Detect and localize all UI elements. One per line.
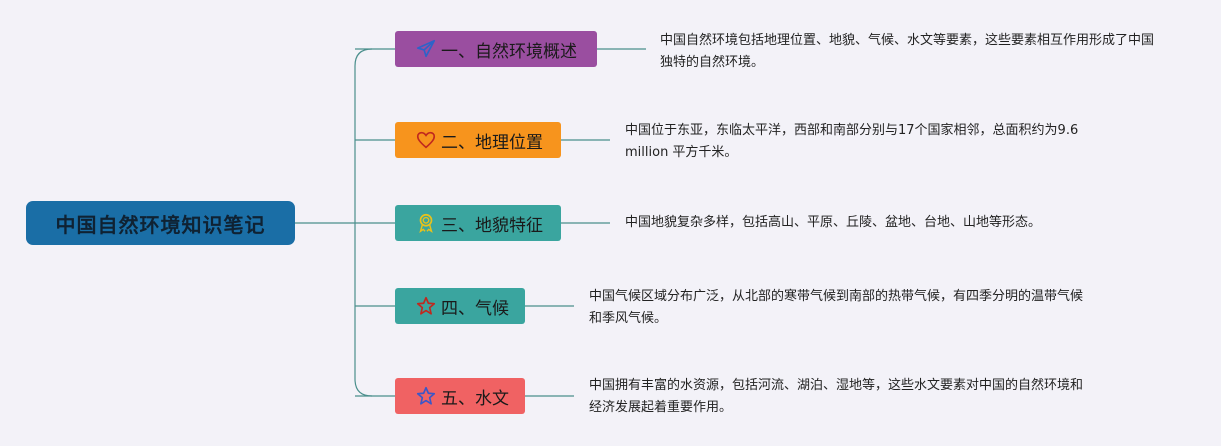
branch-description: 中国地貌复杂多样，包括高山、平原、丘陵、盆地、台地、山地等形态。 bbox=[625, 215, 1042, 230]
branch-node-overview[interactable]: 一、自然环境概述 bbox=[395, 31, 597, 67]
branch-node-hydrology[interactable]: 五、水文 bbox=[395, 378, 525, 414]
award-ribbon-icon bbox=[415, 212, 437, 234]
branch-label: 五、水文 bbox=[441, 388, 509, 409]
branch-node-climate[interactable]: 四、气候 bbox=[395, 288, 525, 324]
branch-node-location[interactable]: 二、地理位置 bbox=[395, 122, 561, 158]
branch-description: 中国自然环境包括地理位置、地貌、气候、水文等要素，这些要素相互作用形成了中国独特… bbox=[660, 33, 1155, 70]
paper-plane-icon bbox=[415, 38, 437, 60]
star-outline-icon bbox=[415, 385, 437, 407]
branch-label: 二、地理位置 bbox=[441, 132, 543, 153]
branch-description: 中国位于东亚，东临太平洋，西部和南部分别与17个国家相邻，总面积约为9.6 mi… bbox=[625, 123, 1079, 160]
branch-label: 四、气候 bbox=[441, 298, 509, 319]
branch-label: 一、自然环境概述 bbox=[441, 41, 577, 62]
heart-icon bbox=[415, 129, 437, 151]
root-title: 中国自然环境知识笔记 bbox=[55, 212, 266, 237]
root-node[interactable]: 中国自然环境知识笔记 bbox=[26, 201, 295, 245]
branch-label: 三、地貌特征 bbox=[441, 215, 543, 236]
star-icon bbox=[415, 295, 437, 317]
branch-node-landform[interactable]: 三、地貌特征 bbox=[395, 205, 561, 241]
branch-description: 中国气候区域分布广泛，从北部的寒带气候到南部的热带气候，有四季分明的温带气候和季… bbox=[589, 289, 1084, 326]
branch-description: 中国拥有丰富的水资源，包括河流、湖泊、湿地等，这些水文要素对中国的自然环境和经济… bbox=[589, 378, 1084, 415]
